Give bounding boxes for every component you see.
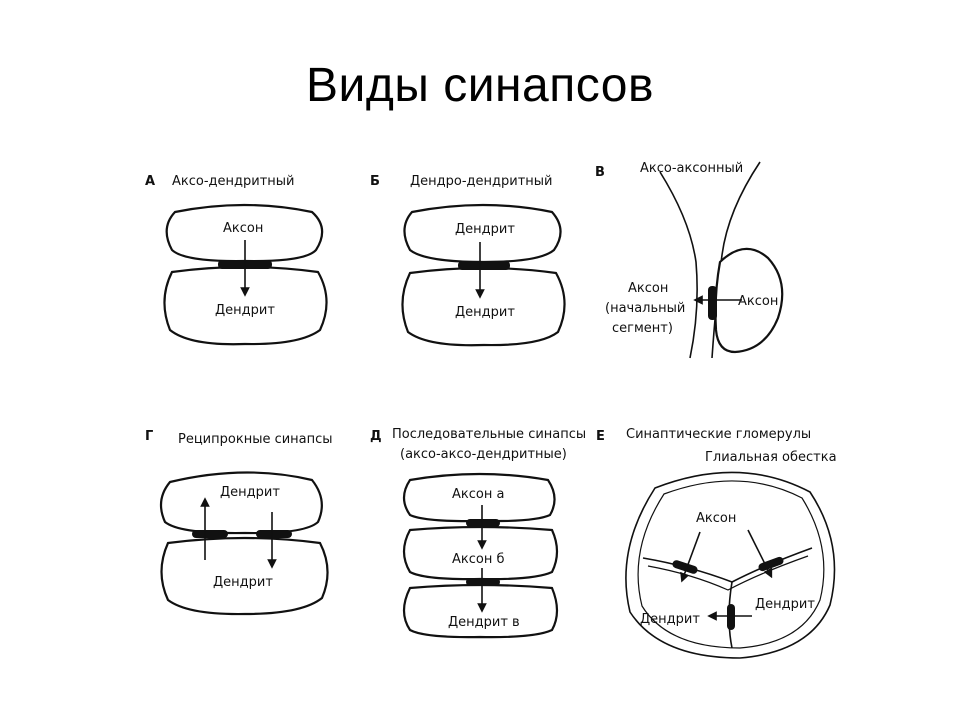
panel-e-arrow-right	[747, 529, 773, 579]
panel-b: Б Дендро-дендритный Дендрит Дендрит	[370, 174, 566, 347]
panel-v-left-label-2: (начальный	[605, 301, 685, 316]
panel-b-upper-label: Дендрит	[455, 222, 515, 237]
panel-d-caption-1: Последовательные синапсы	[392, 427, 586, 442]
panel-a-dendrite-label: Дендрит	[215, 303, 275, 318]
panel-v-left-label-1: Аксон	[628, 281, 668, 296]
panel-b-synapse	[458, 261, 510, 270]
panel-e-caption: Синаптические гломерулы	[626, 427, 811, 442]
panel-e-dendrite-left-label: Дендрит	[640, 612, 700, 627]
panel-e-letter: Е	[596, 429, 605, 444]
panel-g-upper-cell	[159, 471, 323, 535]
panel-e: Е Синаптические гломерулы Глиальная обес…	[596, 427, 837, 659]
panel-d: Д Последовательные синапсы (аксо-аксо-де…	[370, 427, 586, 639]
panel-d-axon-a-cell	[402, 472, 556, 523]
panel-v-initial-segment-left	[659, 171, 698, 359]
panel-d-synapse-2	[466, 578, 500, 586]
panel-d-dendrite-v-label: Дендрит в	[448, 615, 520, 630]
panel-e-glia-label: Глиальная обестка	[705, 450, 837, 465]
panel-a-caption: Аксо-дендритный	[172, 174, 295, 189]
panel-v-left-label-3: сегмент)	[612, 321, 673, 336]
panel-e-synapse-left	[672, 560, 698, 574]
panel-e-axon-label: Аксон	[696, 511, 736, 526]
panel-d-letter: Д	[370, 429, 382, 444]
panel-e-synapse-right	[758, 556, 784, 572]
panel-e-dendrite-right-label: Дендрит	[755, 597, 815, 612]
panel-g-synapse-right	[256, 530, 292, 538]
panel-a-axon-cell	[165, 203, 324, 263]
panel-d-axon-b-label: Аксон б	[452, 552, 505, 567]
panel-d-synapse-1	[466, 519, 500, 527]
panel-e-arrow-left	[680, 531, 701, 583]
panel-g-synapse-left	[192, 530, 228, 538]
panel-g-letter: Г	[145, 429, 153, 444]
panel-d-caption-2: (аксо-аксо-дендритные)	[400, 447, 567, 462]
panel-g-upper-label: Дендрит	[220, 485, 280, 500]
panel-d-axon-b-cell	[402, 525, 559, 581]
panel-e-glial-sheath-inner	[637, 480, 825, 649]
panel-b-lower-label: Дендрит	[455, 305, 515, 320]
panel-v-initial-segment-right	[711, 161, 761, 359]
panel-g-lower-label: Дендрит	[213, 575, 273, 590]
panel-v-letter: В	[595, 165, 605, 180]
panel-g-caption: Реципрокные синапсы	[178, 432, 333, 447]
panel-e-axon-boundary	[642, 547, 813, 583]
slide-title: Виды синапсов	[306, 59, 654, 112]
panel-v-axon-terminal	[714, 247, 784, 354]
panel-g: Г Реципрокные синапсы Дендрит Дендрит	[145, 429, 333, 616]
panel-a-axon-label: Аксон	[223, 221, 263, 236]
panel-a: А Аксо-дендритный Аксон Дендрит	[145, 174, 328, 346]
panel-v-synapse	[708, 286, 717, 320]
panel-a-letter: А	[145, 174, 155, 189]
panel-b-caption: Дендро-дендритный	[410, 174, 553, 189]
panel-e-inner-boundary	[647, 555, 809, 591]
panel-v-right-label: Аксон	[738, 294, 778, 309]
panel-d-axon-a-label: Аксон а	[452, 487, 504, 502]
panel-v: В Аксо-аксонный Аксон (начальный сегмент…	[595, 161, 784, 359]
panel-e-synapse-bottom	[727, 604, 735, 630]
panel-b-letter: Б	[370, 174, 380, 189]
panel-g-lower-cell	[160, 536, 329, 616]
panel-v-caption: Аксо-аксонный	[640, 161, 743, 176]
panel-b-upper-cell	[403, 203, 562, 264]
panel-e-glial-sheath-outer	[625, 471, 836, 659]
